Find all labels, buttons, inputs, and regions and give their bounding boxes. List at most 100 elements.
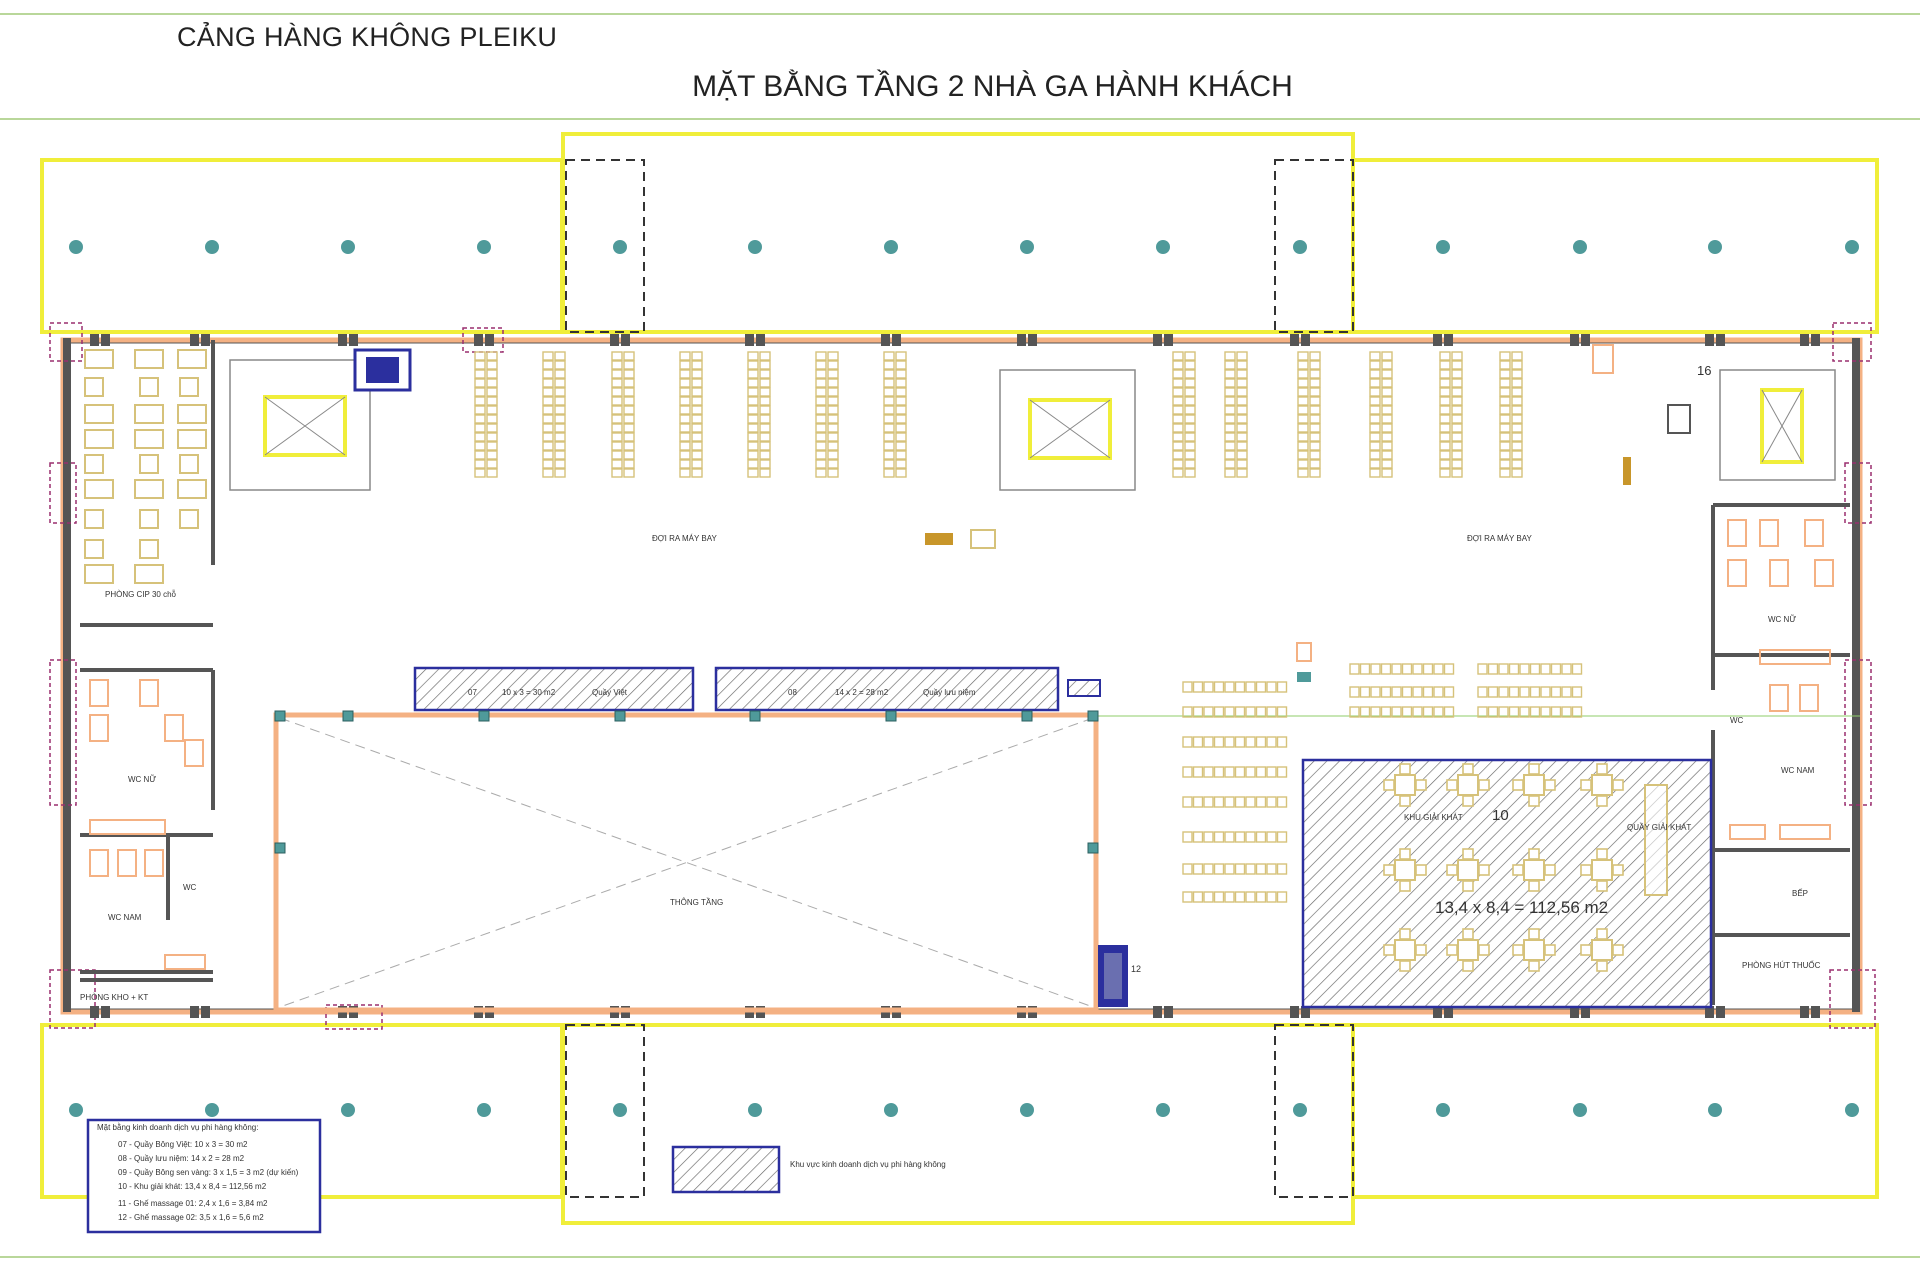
bench-seat — [1276, 831, 1288, 843]
seat — [759, 459, 771, 469]
seat — [1439, 414, 1451, 424]
bench-seat — [1192, 831, 1204, 843]
bench-seat — [1529, 706, 1541, 718]
cafe-chair — [1580, 864, 1592, 876]
seat — [1309, 369, 1321, 379]
seat — [1451, 414, 1463, 424]
seat — [1451, 459, 1463, 469]
seat — [815, 369, 827, 379]
seat — [611, 423, 623, 433]
bench-seat — [1540, 663, 1551, 675]
cafe-chair — [1462, 960, 1474, 972]
seat — [759, 450, 771, 460]
label-wc-male-right: WC NAM — [1781, 766, 1815, 775]
bench-seat — [1508, 686, 1520, 698]
kiosk-07-size: 10 x 3 = 30 m2 — [502, 688, 556, 697]
left-cip-seating — [84, 349, 207, 584]
seat — [815, 459, 827, 469]
seat — [1369, 405, 1381, 415]
cafe-chair — [1383, 944, 1395, 956]
column-dot — [1845, 1103, 1859, 1117]
seat — [827, 423, 839, 433]
seat — [1451, 360, 1463, 370]
seat — [1499, 450, 1511, 460]
bench-seat — [1203, 736, 1214, 748]
seat — [1439, 369, 1451, 379]
bench-seat — [1359, 706, 1371, 718]
label-wc-small-right: WC — [1730, 716, 1744, 725]
seat — [1499, 441, 1511, 451]
bench-seat — [1422, 663, 1434, 675]
void-column — [1087, 842, 1099, 854]
seat — [486, 369, 498, 379]
seat — [691, 405, 703, 415]
wall-pier — [1433, 334, 1442, 346]
seat — [1511, 441, 1523, 451]
seat — [1236, 459, 1248, 469]
seat — [1439, 360, 1451, 370]
seat — [611, 414, 623, 424]
bench-seat — [1213, 863, 1225, 875]
seat — [1184, 396, 1196, 406]
seat — [883, 360, 895, 370]
seat — [1309, 351, 1321, 361]
seat — [1224, 450, 1236, 460]
seat — [747, 432, 759, 442]
bench-seat — [1255, 766, 1267, 778]
seat — [1381, 450, 1393, 460]
bench-seat — [1550, 686, 1562, 698]
seat — [1184, 450, 1196, 460]
seat — [1451, 423, 1463, 433]
bench-seat — [1224, 706, 1235, 718]
bench-seat — [1412, 706, 1423, 718]
label-refreshment-counter: QUẦY GIẢI KHÁT — [1627, 822, 1691, 832]
dashed-corner-markers — [49, 322, 1876, 1030]
bench-seat — [1234, 831, 1246, 843]
cafe-chair — [1512, 944, 1524, 956]
bench-seat — [1245, 681, 1256, 693]
seat — [554, 387, 566, 397]
legend-item: 12 - Ghế massage 02: 3,5 x 1,6 = 5,6 m2 — [118, 1213, 264, 1222]
seat — [691, 360, 703, 370]
wall-pier — [1290, 1006, 1299, 1018]
seat — [1236, 387, 1248, 397]
seat — [883, 351, 895, 361]
seat — [486, 468, 498, 478]
seat — [554, 360, 566, 370]
seat — [1511, 468, 1523, 478]
seat — [1511, 432, 1523, 442]
bench-seat — [1412, 663, 1423, 675]
seat — [815, 351, 827, 361]
seat — [611, 459, 623, 469]
bench-seat — [1182, 766, 1193, 778]
column-dot — [69, 240, 83, 254]
seat — [611, 441, 623, 451]
seat — [747, 378, 759, 388]
seat — [623, 360, 635, 370]
cafe-chair — [1580, 944, 1592, 956]
column-dot — [205, 240, 219, 254]
bench-seat — [1182, 863, 1193, 875]
bench-seat — [1224, 766, 1235, 778]
kiosk-09 — [1067, 679, 1101, 697]
wall-pier — [1570, 334, 1579, 346]
wall-pier — [1433, 1006, 1442, 1018]
wall-pier — [201, 334, 210, 346]
cafe-chair — [1399, 928, 1411, 940]
cafe-chair — [1612, 944, 1624, 956]
cafe-chair — [1596, 928, 1608, 940]
seat — [1499, 360, 1511, 370]
cafe-chair — [1596, 960, 1608, 972]
cafe-chair — [1544, 864, 1556, 876]
cafe-chair — [1446, 864, 1458, 876]
bench-seat — [1276, 706, 1288, 718]
seat — [1184, 414, 1196, 424]
seat — [474, 450, 486, 460]
wall-pier — [1301, 1006, 1310, 1018]
seat — [1224, 351, 1236, 361]
bench-seat — [1443, 663, 1455, 675]
seat — [1369, 450, 1381, 460]
seat — [542, 369, 554, 379]
bench-seat — [1519, 706, 1530, 718]
bench-seat — [1255, 796, 1267, 808]
